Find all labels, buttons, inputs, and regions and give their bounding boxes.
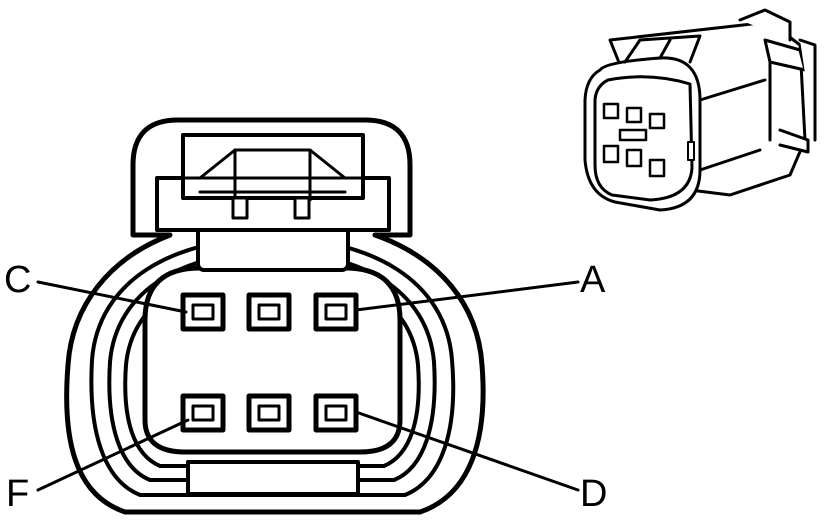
terminal-cavity-a	[313, 292, 359, 332]
iso-pin-6	[648, 158, 666, 178]
iso-pin-4	[602, 144, 620, 164]
pin-label-a: A	[580, 259, 606, 301]
leader-line-a	[354, 280, 580, 312]
leader-line-f	[36, 418, 190, 492]
leader-line-d	[354, 410, 580, 492]
connector-bottom-slot	[186, 460, 360, 496]
terminal-cavity-f	[180, 393, 226, 433]
terminal-cavity-e	[246, 393, 292, 433]
pin-label-f: F	[6, 473, 29, 515]
terminal-cavity-d	[313, 393, 359, 433]
leader-line-c	[36, 280, 188, 314]
iso-pin-2	[625, 106, 643, 124]
connector-housing-outer	[64, 117, 486, 515]
connector-lock-tab	[155, 133, 391, 232]
iso-pin-1	[602, 102, 620, 120]
pin-label-c: C	[4, 259, 31, 301]
connector-key-block	[196, 224, 350, 272]
iso-pin-5	[625, 148, 643, 168]
connector-face-view	[36, 117, 580, 515]
connector-isometric-view	[583, 8, 817, 212]
pin-label-d: D	[580, 473, 607, 515]
terminal-cavity-c	[180, 292, 226, 332]
terminal-cavity-b	[246, 292, 292, 332]
iso-pin-3	[648, 112, 666, 130]
